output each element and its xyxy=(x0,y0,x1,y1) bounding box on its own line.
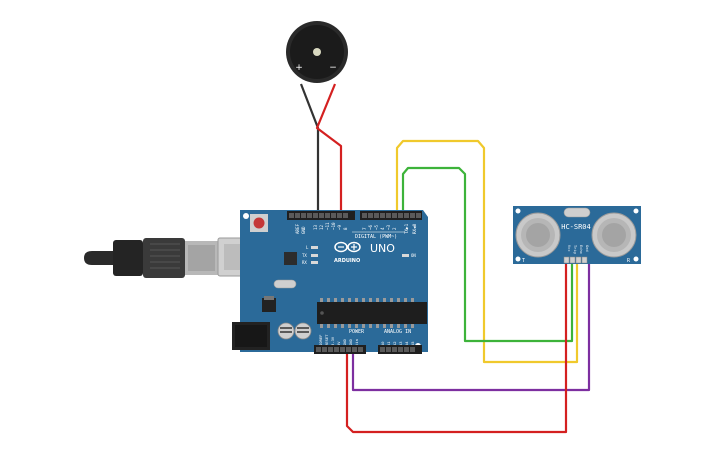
analog-pin-a4: A4 xyxy=(404,341,409,346)
digital-label: DIGITAL (PWM~) xyxy=(355,234,397,240)
wire-purple[interactable] xyxy=(351,258,591,392)
tx-label: TX xyxy=(302,253,307,258)
usb-cable-strain-relief xyxy=(84,251,115,265)
analog-pin-a1: A1 xyxy=(386,341,391,346)
uno-label: UNO xyxy=(370,242,395,255)
analog-label: ANALOG IN xyxy=(384,329,411,335)
digital-pin-12: 12 xyxy=(319,224,324,230)
digital-pin-5: ~5 xyxy=(374,224,379,230)
crystal xyxy=(273,279,297,289)
rx-led xyxy=(311,261,318,264)
power-pin-labels: IOREF RESET 3.3V 5V GND GND Vin xyxy=(318,334,359,346)
rx-label: RX xyxy=(302,260,307,265)
power-jack[interactable] xyxy=(232,322,270,350)
analog-pin-labels: A0 A1 A2 A3 A4 A5 xyxy=(380,341,415,346)
digital-pin-13: 13 xyxy=(313,224,318,230)
digital-pin-4: 4 xyxy=(380,227,385,230)
digital-pin-labels: AREF GND 13 12 ~11 ~10 ~9 8 7 ~6 ~5 4 ~3… xyxy=(295,222,417,234)
wire-red[interactable] xyxy=(345,258,568,434)
atmega-chip xyxy=(317,298,427,328)
rx-pin-label: RX◀0 xyxy=(412,223,417,234)
digital-pin-6: ~6 xyxy=(368,224,373,230)
l-label: L xyxy=(306,245,309,250)
wires xyxy=(299,83,591,434)
analog-pin-a2: A2 xyxy=(392,341,397,346)
receiver-transducer xyxy=(591,212,637,258)
on-led xyxy=(402,254,409,257)
arduino-uno-board[interactable]: AREF GND 13 12 ~11 ~10 ~9 8 7 ~6 ~5 4 ~3… xyxy=(232,210,428,354)
sensor-crystal xyxy=(563,207,591,218)
buzzer-plus-label: + xyxy=(295,63,303,73)
piezo-buzzer[interactable]: + − xyxy=(286,21,348,83)
power-pin-3v3: 3.3V xyxy=(330,336,335,346)
power-pin-gnd1: GND xyxy=(342,338,347,346)
reset-button[interactable] xyxy=(250,214,268,232)
sensor-model-label: HC-SR04 xyxy=(561,223,591,231)
tx-led xyxy=(311,254,318,257)
sensor-t-mark: T xyxy=(522,258,525,264)
analog-pin-a3: A3 xyxy=(398,341,403,346)
buzzer-minus-label: − xyxy=(329,63,337,73)
power-label: POWER xyxy=(349,329,365,335)
analog-pin-a0: A0 xyxy=(380,341,385,346)
power-pin-ioref: IOREF xyxy=(318,334,323,346)
sensor-pin-labels: Vcc Trig Echo Gnd xyxy=(567,245,589,254)
wire-green[interactable] xyxy=(401,166,574,343)
digital-pin-2: 2 xyxy=(392,227,397,230)
l-led xyxy=(311,246,318,249)
usb-chip xyxy=(284,252,297,265)
sensor-pin-echo: Echo xyxy=(579,245,583,254)
digital-pin-3: ~3 xyxy=(386,224,391,230)
power-pin-vin: Vin xyxy=(354,339,359,346)
power-pin-gnd2: GND xyxy=(348,338,353,346)
usb-cable[interactable] xyxy=(84,237,267,278)
wire-yellow[interactable] xyxy=(395,139,579,364)
wire-buzzer-red[interactable] xyxy=(315,83,343,213)
on-label: ON xyxy=(411,253,416,258)
capacitors xyxy=(277,322,312,340)
digital-pin-9: ~9 xyxy=(337,224,342,230)
usb-cable-boot xyxy=(113,240,143,276)
power-pin-5v: 5V xyxy=(336,341,341,346)
digital-header xyxy=(287,211,422,220)
power-analog-headers xyxy=(314,345,422,354)
transmitter-transducer xyxy=(515,212,561,258)
digital-pin-11: ~11 xyxy=(325,222,330,230)
buzzer-center xyxy=(313,48,321,56)
sensor-r-mark: R xyxy=(627,258,631,264)
arduino-brand: ARDUINO xyxy=(334,258,360,264)
analog-pin-a5: A5 xyxy=(410,341,415,346)
sensor-pin-trig: Trig xyxy=(573,245,577,254)
power-pin-reset: RESET xyxy=(324,334,329,346)
sensor-pin-vcc: Vcc xyxy=(567,245,571,252)
digital-pin-7: 7 xyxy=(362,227,367,230)
digital-pin-8: 8 xyxy=(343,227,348,230)
aref-label: AREF xyxy=(295,223,300,234)
gnd-top-label: GND xyxy=(301,226,306,234)
hc-sr04-sensor[interactable]: HC-SR04 T R Vcc Trig Echo Gnd xyxy=(513,206,641,264)
indicator-leds xyxy=(311,246,409,264)
digital-pin-10: ~10 xyxy=(331,222,336,230)
tx-pin-label: TX▶1 xyxy=(404,223,409,234)
sensor-pin-gnd: Gnd xyxy=(585,245,589,252)
arduino-logo xyxy=(334,241,361,253)
wire-buzzer-black[interactable] xyxy=(299,83,320,213)
voltage-regulator xyxy=(262,296,276,312)
sensor-pins xyxy=(563,256,588,264)
